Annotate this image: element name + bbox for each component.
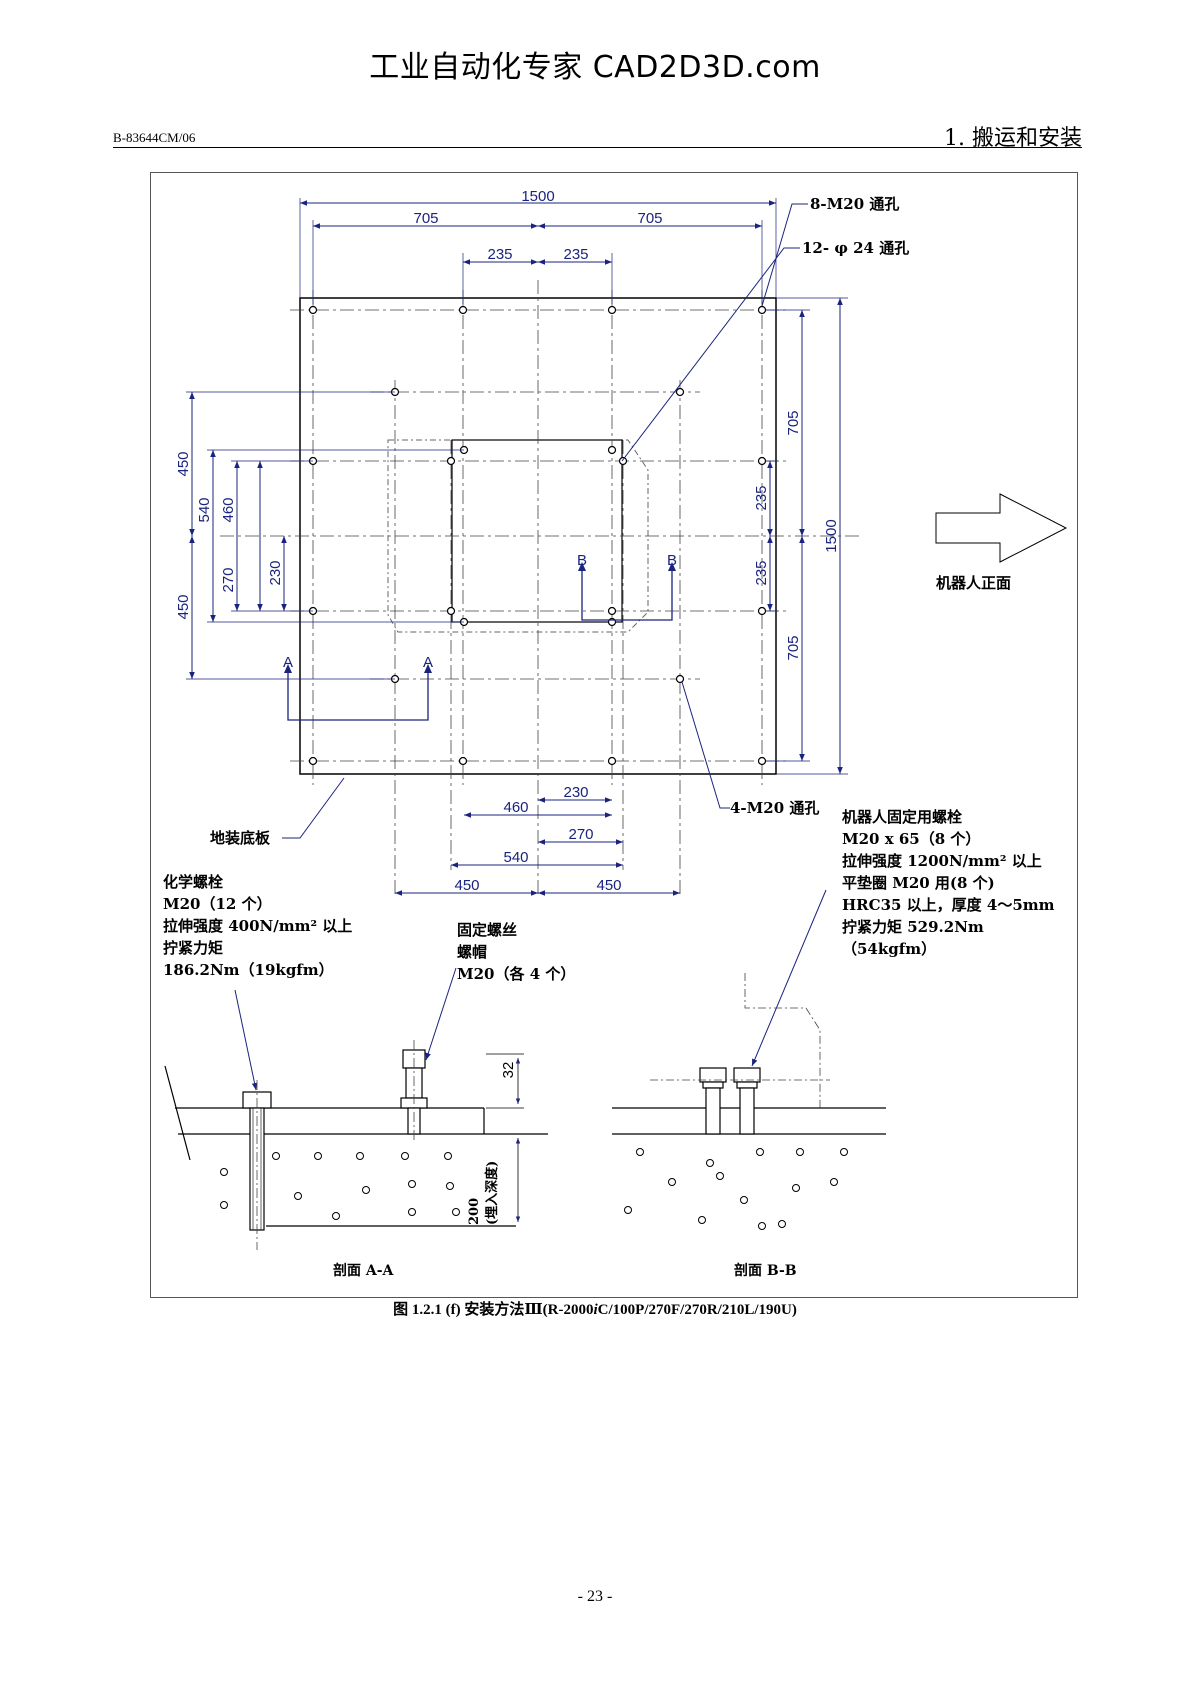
dim-left-lower: 450 — [175, 594, 192, 619]
robot-front-arrow-icon — [935, 493, 1068, 563]
section-bb — [612, 1067, 886, 1135]
dim-left-upper: 450 — [175, 451, 192, 476]
dim-left-270: 270 — [220, 567, 237, 592]
note-robot-bolt: 机器人固定用螺栓 M20 x 65（8 个） 拉伸强度 1200N/mm² 以上… — [842, 808, 1055, 958]
svg-text:186.2Nm（19kgfm）: 186.2Nm（19kgfm） — [163, 961, 334, 979]
dim-top-inner-left: 235 — [487, 246, 512, 263]
dim-bottom-270: 270 — [568, 826, 593, 843]
dim-top-left: 705 — [413, 210, 438, 227]
section-markers — [287, 570, 673, 721]
dim-top-inner-right: 235 — [563, 246, 588, 263]
svg-text:机器人固定用螺栓: 机器人固定用螺栓 — [842, 808, 962, 826]
svg-text:（54kgfm）: （54kgfm） — [842, 940, 936, 958]
label-4-m20: 4-M20 通孔 — [730, 799, 819, 817]
section-bb-label: 剖面 B-B — [734, 1262, 797, 1279]
dim-bottom-230: 230 — [563, 784, 588, 801]
svg-text:M20（各 4 个）: M20（各 4 个） — [457, 965, 575, 983]
section-a-left: A — [283, 654, 293, 671]
dim-bottom-460: 460 — [503, 799, 528, 816]
dim-bottom-540: 540 — [503, 849, 528, 866]
concrete-aggregate-a — [220, 1152, 460, 1220]
label-base-plate: 地装底板 — [210, 829, 271, 847]
section-b-right: B — [667, 552, 677, 569]
svg-text:固定螺丝: 固定螺丝 — [457, 921, 517, 939]
concrete-aggregate-b — [624, 1148, 848, 1230]
centerlines — [220, 280, 860, 895]
dim-left-540: 540 — [196, 497, 213, 522]
section-b-left: B — [577, 552, 587, 569]
dim-right-lower: 705 — [785, 635, 802, 660]
dim-left-230: 230 — [267, 560, 284, 585]
svg-text:M20（12 个）: M20（12 个） — [163, 895, 272, 913]
svg-text:拉伸强度 400N/mm² 以上: 拉伸强度 400N/mm² 以上 — [163, 917, 352, 935]
dim-right-mid-upper: 235 — [753, 485, 770, 510]
dim-right-total: 1500 — [823, 519, 840, 552]
dim-top-total: 1500 — [521, 188, 554, 205]
dim-section-200-note: (埋入深度) — [484, 1161, 500, 1225]
dim-left-460: 460 — [220, 497, 237, 522]
hole-pattern — [308, 305, 767, 766]
svg-text:拧紧力矩 529.2Nm: 拧紧力矩 529.2Nm — [842, 918, 984, 936]
svg-text:平垫圈 M20 用(8 个): 平垫圈 M20 用(8 个) — [842, 874, 995, 892]
section-title: 1. 搬运和安装 — [944, 126, 1082, 151]
page-number: - 23 - — [577, 1588, 613, 1605]
dim-bottom-left-450: 450 — [454, 877, 479, 894]
svg-text:HRC35 以上，厚度 4～5mm: HRC35 以上，厚度 4～5mm — [842, 896, 1055, 914]
figure-caption: 图 1.2.1 (f) 安装方法Ⅲ(R-2000iC/100P/270F/270… — [393, 1302, 797, 1318]
svg-text:化学螺栓: 化学螺栓 — [163, 873, 223, 891]
header-rule — [113, 147, 1082, 148]
label-robot-front: 机器人正面 — [936, 574, 1011, 592]
section-a-right: A — [423, 654, 433, 671]
label-12-phi24: 12- φ 24 通孔 — [802, 239, 909, 257]
dim-right-upper: 705 — [785, 410, 802, 435]
svg-text:M20 x 65（8 个）: M20 x 65（8 个） — [842, 830, 980, 848]
watermark: 工业自动化专家 CAD2D3D.com — [369, 50, 821, 85]
section-aa-label: 剖面 A-A — [333, 1262, 395, 1279]
label-8-m20: 8-M20 通孔 — [810, 195, 899, 213]
svg-text:螺帽: 螺帽 — [457, 943, 487, 961]
doc-code: B-83644CM/06 — [113, 130, 196, 145]
svg-text:拧紧力矩: 拧紧力矩 — [163, 939, 223, 957]
svg-text:拉伸强度 1200N/mm² 以上: 拉伸强度 1200N/mm² 以上 — [842, 852, 1042, 870]
note-chemical-bolt: 化学螺栓 M20（12 个） 拉伸强度 400N/mm² 以上 拧紧力矩 186… — [163, 873, 352, 979]
dim-right-mid-lower: 235 — [753, 560, 770, 585]
dim-section-200: 200 — [467, 1198, 482, 1225]
figure-frame — [150, 172, 1078, 1298]
dim-bottom-right-450: 450 — [596, 877, 621, 894]
dim-section-32: 32 — [500, 1062, 517, 1079]
dim-top-right: 705 — [637, 210, 662, 227]
note-fixing-nut: 固定螺丝 螺帽 M20（各 4 个） — [457, 921, 575, 983]
